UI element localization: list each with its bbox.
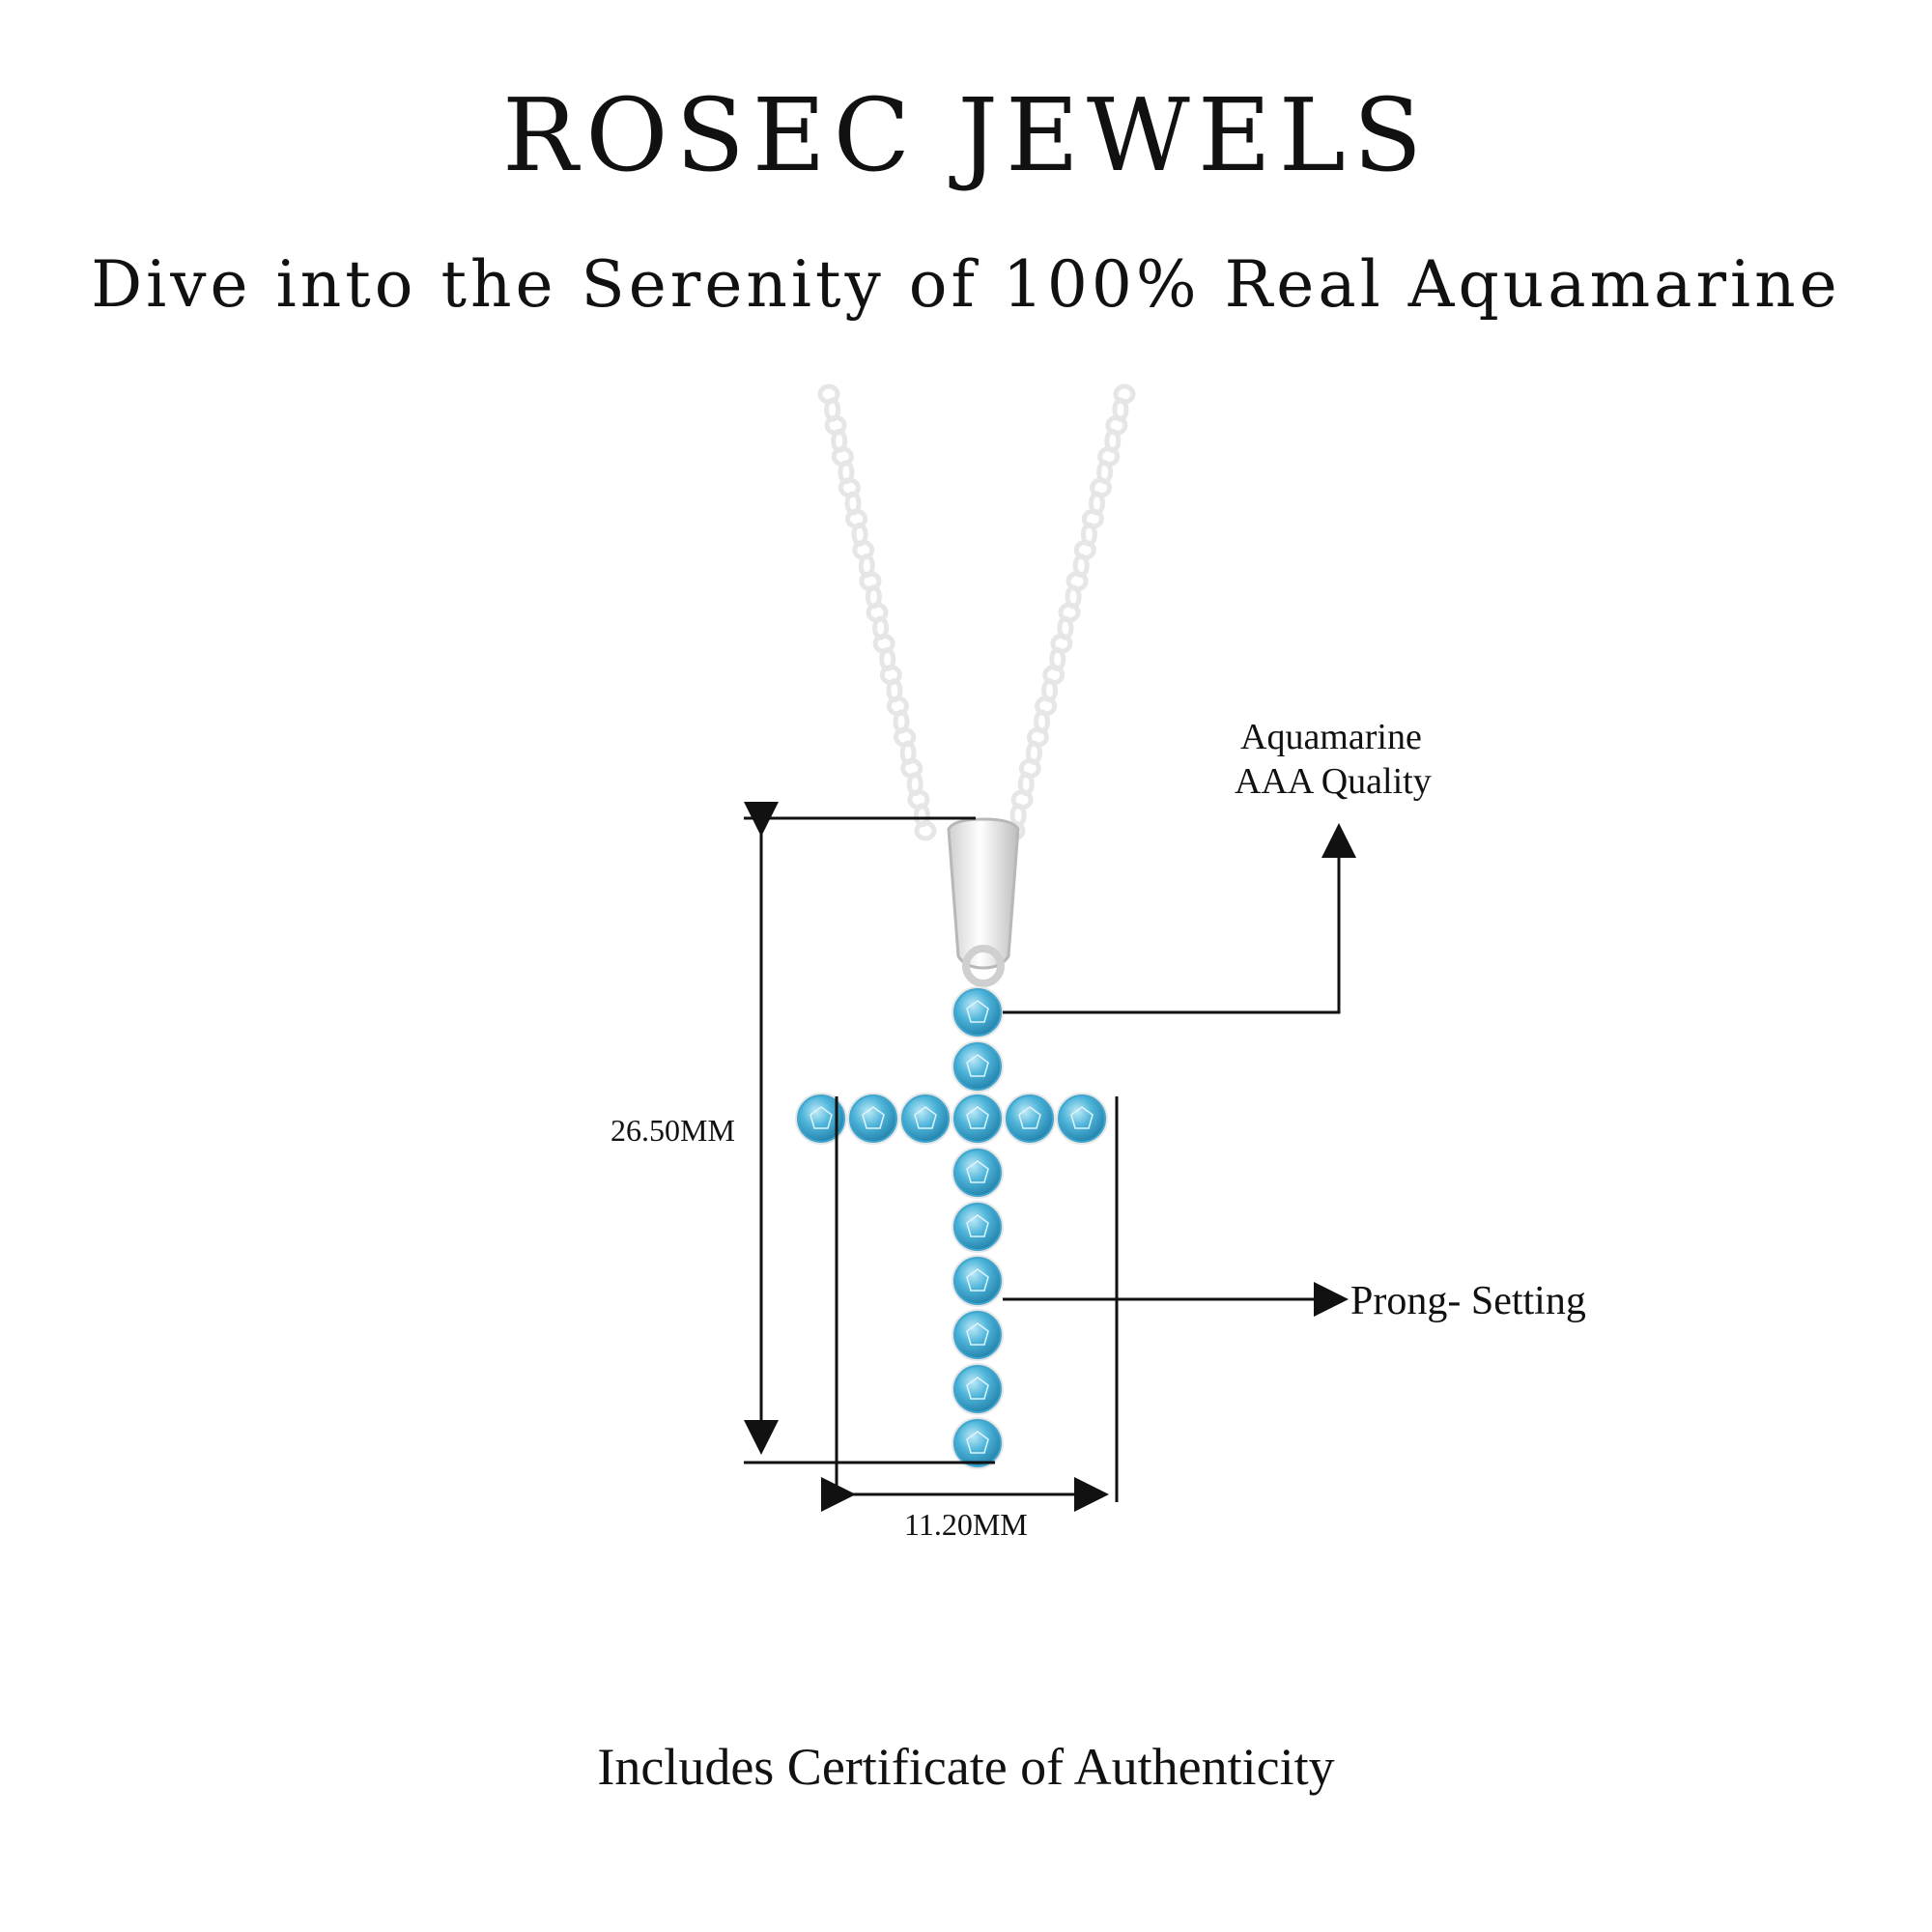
aquamarine-stone (952, 1201, 1004, 1253)
setting-label: Prong- Setting (1350, 1279, 1586, 1323)
brand-title: ROSEC JEWELS (501, 76, 1431, 194)
aquamarine-stone (1004, 1093, 1056, 1145)
stone-quality-label: AAA Quality (1235, 761, 1432, 802)
aquamarine-stone (952, 1255, 1004, 1307)
aquamarine-stone (952, 1309, 1004, 1361)
certificate-note: Includes Certificate of Authenticity (597, 1738, 1335, 1796)
aquamarine-stone (952, 986, 1004, 1038)
aquamarine-stone (899, 1093, 952, 1145)
tagline: Dive into the Serenity of 100% Real Aqua… (91, 247, 1841, 322)
aquamarine-stone (952, 1147, 1004, 1199)
chain-link (914, 820, 937, 841)
chain (817, 384, 1136, 841)
aquamarine-stone (952, 1417, 1004, 1469)
stone-type-label: Aquamarine (1240, 717, 1422, 757)
dimension-lines (744, 802, 1356, 1512)
aquamarine-stone (952, 1093, 1004, 1145)
aquamarine-stone (952, 1040, 1004, 1093)
cross-pendant (795, 986, 1108, 1469)
aquamarine-stone (795, 1093, 847, 1145)
bail (947, 817, 1020, 987)
aquamarine-stone (1056, 1093, 1108, 1145)
width-dimension-label: 11.20MM (904, 1507, 1028, 1542)
height-dimension-label: 26.50MM (611, 1113, 735, 1148)
aquamarine-stone (952, 1363, 1004, 1415)
aquamarine-stone (847, 1093, 899, 1145)
